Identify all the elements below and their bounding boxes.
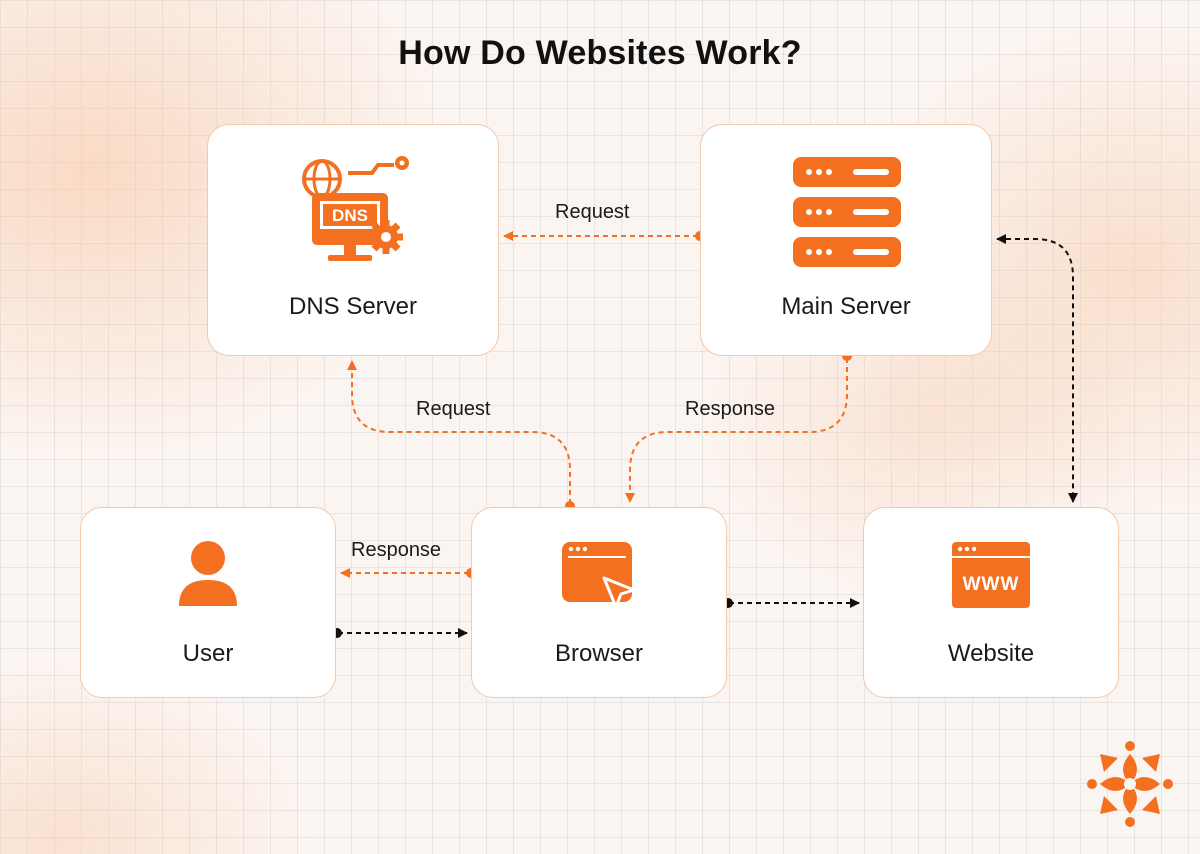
- user-icon: [179, 541, 237, 606]
- website-node: WWW Website: [863, 507, 1119, 698]
- label-browser-to-dns: Request: [416, 398, 491, 420]
- connector-browser-to-website: [723, 598, 860, 608]
- main-server-label: Main Server: [781, 293, 911, 320]
- label-main-to-browser: Response: [685, 398, 776, 420]
- connector-browser-to-dns: [347, 360, 575, 511]
- connector-browser-to-user: [340, 568, 476, 578]
- dns-icon-text: DNS: [332, 206, 368, 225]
- server-rack-icon: [793, 157, 901, 267]
- browser-label: Browser: [554, 640, 644, 667]
- label-browser-to-user: Response: [351, 539, 442, 561]
- user-label: User: [182, 640, 234, 667]
- brand-logo-icon: [1087, 741, 1173, 827]
- dns-monitor-icon: DNS: [302, 156, 409, 261]
- www-icon-text: WWW: [963, 574, 1020, 595]
- user-node: User: [80, 507, 336, 698]
- diagram-title: How Do Websites Work?: [398, 34, 802, 72]
- www-window-icon: WWW: [952, 542, 1030, 608]
- main-server-node: Main Server: [700, 124, 992, 356]
- connector-main-to-browser: [625, 351, 852, 503]
- connector-user-to-browser: [332, 628, 468, 638]
- label-main-to-dns: Request: [555, 201, 630, 223]
- browser-node: Browser: [471, 507, 727, 698]
- website-label: Website: [947, 640, 1035, 667]
- dns-server-node: DNS DNS Server: [207, 124, 499, 356]
- dns-server-label: DNS Server: [288, 293, 418, 320]
- connector-main-website: [996, 234, 1078, 503]
- connector-main-to-dns: [503, 231, 705, 241]
- browser-window-icon: [562, 542, 636, 609]
